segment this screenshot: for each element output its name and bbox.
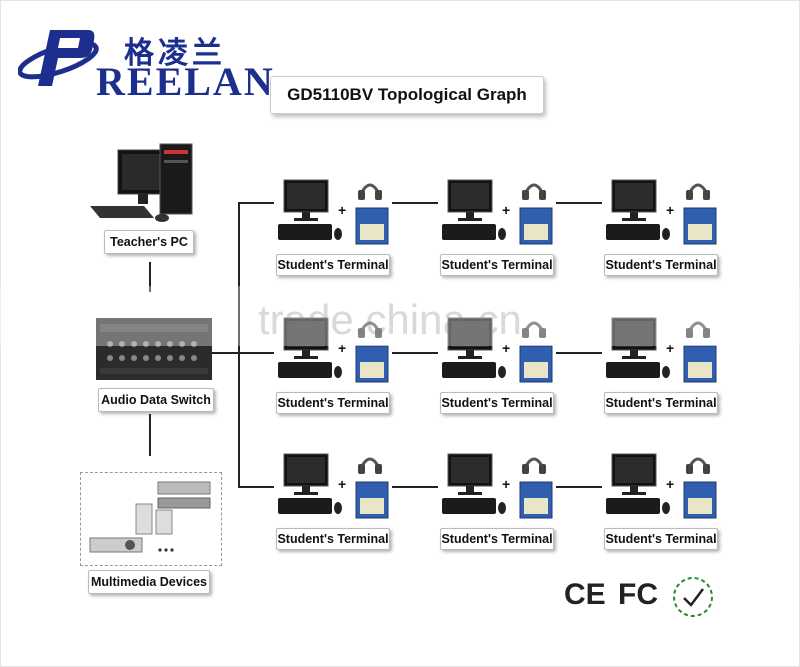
reelan-logo-icon: [18, 30, 99, 86]
student-terminal-icon: [606, 317, 717, 383]
multimedia-devices-group: [80, 472, 222, 566]
plus-sign: +: [502, 202, 511, 218]
connector-r2-a: [392, 352, 438, 354]
connector-row-3: [238, 486, 274, 488]
plus-sign: +: [666, 476, 675, 492]
rohs-check-icon: [673, 577, 713, 617]
connector-r2-b: [556, 352, 602, 354]
logo-english-text: REELAN: [96, 59, 275, 104]
student-terminal-label: Student's Terminal: [440, 392, 554, 414]
student-terminal: [276, 452, 394, 522]
student-terminal-label: Student's Terminal: [276, 254, 390, 276]
connector-r1-b: [556, 202, 602, 204]
student-terminal-label: Student's Terminal: [276, 392, 390, 414]
student-terminal-label: Student's Terminal: [276, 528, 390, 550]
student-terminal: [440, 178, 558, 248]
audio-switch-icon: [96, 318, 212, 380]
plus-sign: +: [502, 340, 511, 356]
student-terminal-icon: [278, 179, 389, 245]
student-terminal-icon: [606, 453, 717, 519]
plus-sign: +: [666, 202, 675, 218]
student-terminal-label: Student's Terminal: [604, 254, 718, 276]
connector-row-2: [238, 352, 274, 354]
student-terminal: [604, 316, 722, 386]
plus-sign: +: [502, 476, 511, 492]
watermark-text: trade.china.cn: [258, 296, 522, 343]
student-terminal: [604, 178, 722, 248]
ce-mark: CE: [564, 578, 606, 611]
student-terminal-icon: [442, 179, 553, 245]
connector-pc-to-switch: [149, 262, 151, 292]
fc-mark: FC: [618, 578, 658, 611]
connector-switch-to-media: [149, 414, 151, 456]
connector-r3-a: [392, 486, 438, 488]
student-terminal: [440, 452, 558, 522]
plus-sign: +: [338, 340, 347, 356]
student-terminal-icon: [606, 179, 717, 245]
student-terminal-label: Student's Terminal: [604, 528, 718, 550]
student-terminal-label: Student's Terminal: [440, 254, 554, 276]
multimedia-devices-icon: [89, 481, 211, 553]
student-terminal-label: Student's Terminal: [440, 528, 554, 550]
student-terminal: [604, 452, 722, 522]
student-terminal-label: Student's Terminal: [604, 392, 718, 414]
plus-sign: +: [338, 476, 347, 492]
connector-r3-b: [556, 486, 602, 488]
student-terminal-icon: [442, 453, 553, 519]
connector-r1-a: [392, 202, 438, 204]
diagram-title: GD5110BV Topological Graph: [270, 76, 544, 114]
student-terminal: [276, 178, 394, 248]
audio-switch-label: Audio Data Switch: [98, 388, 214, 412]
student-terminal-icon: [442, 317, 553, 383]
student-terminal: [440, 316, 558, 386]
plus-sign: +: [666, 340, 675, 356]
teacher-pc-label: Teacher's PC: [104, 230, 194, 254]
connector-row-1: [238, 202, 274, 204]
connector-vertical-bus: [238, 202, 240, 488]
connector-switch-to-bus: [212, 352, 240, 354]
student-terminal: [276, 316, 394, 386]
student-terminal-icon: [278, 317, 389, 383]
plus-sign: +: [338, 202, 347, 218]
watermark-band: [0, 286, 800, 346]
student-terminal-icon: [278, 453, 389, 519]
multimedia-devices-label: Multimedia Devices: [88, 570, 210, 594]
teacher-pc-icon: [90, 143, 193, 222]
logo-chinese-text: 格凌兰: [124, 36, 226, 71]
